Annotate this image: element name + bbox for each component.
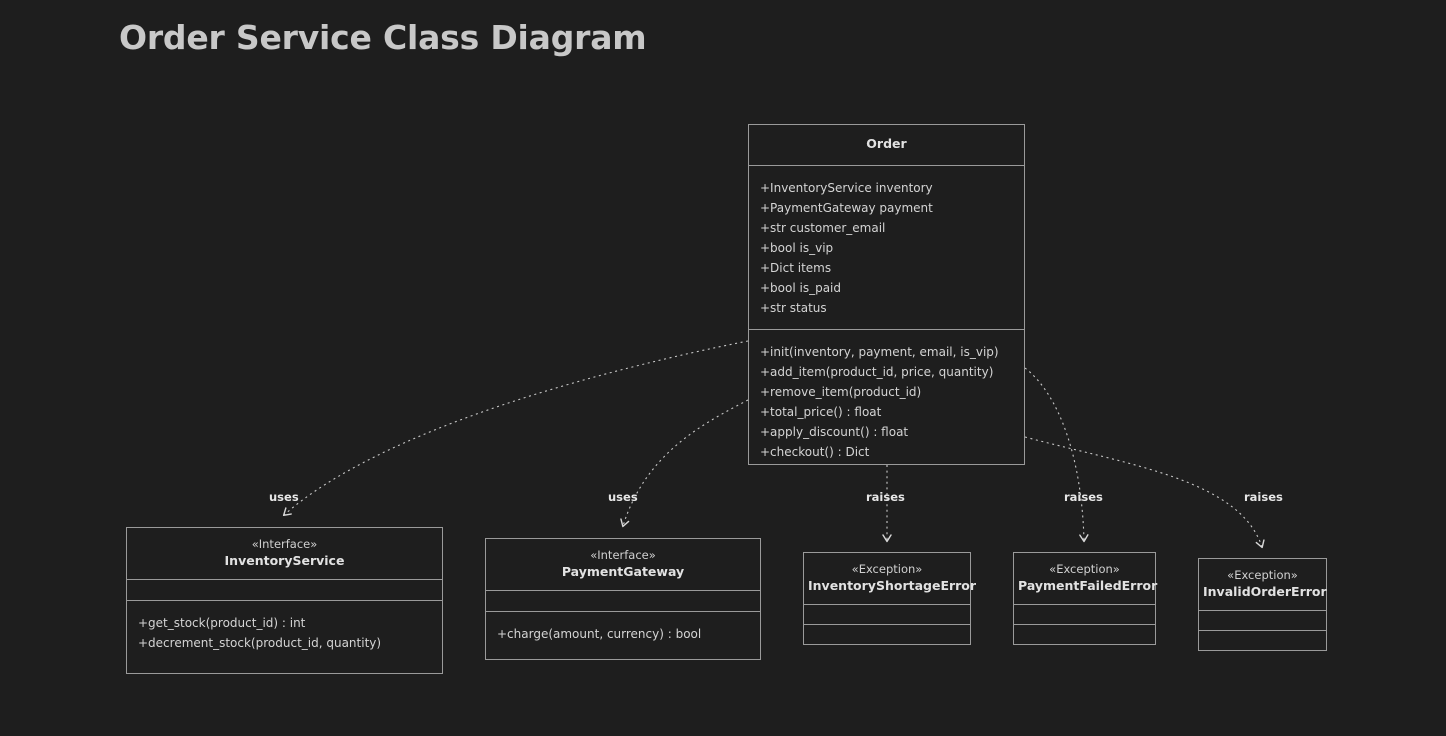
class-header-inventoryservice: «Interface» InventoryService bbox=[127, 528, 442, 581]
edge-raises-invalid bbox=[1024, 436, 1265, 549]
class-header-paymentgateway: «Interface» PaymentGateway bbox=[486, 539, 760, 592]
page-title: Order Service Class Diagram bbox=[119, 18, 647, 57]
attribute-item: +bool is_paid bbox=[760, 280, 842, 295]
operations-compartment-inventoryservice: +get_stock(product_id) : int +decrement_… bbox=[127, 601, 442, 665]
stereotype-label: «Exception» bbox=[1227, 568, 1298, 582]
attributes-compartment-inventoryservice bbox=[127, 580, 442, 602]
operation-item: +decrement_stock(product_id, quantity) bbox=[138, 636, 382, 651]
class-name-inventoryshortageerror: InventoryShortageError bbox=[808, 577, 977, 593]
operation-item: +remove_item(product_id) bbox=[760, 384, 922, 399]
edge-label-raises-payment: raises bbox=[1064, 490, 1103, 504]
operation-item: +apply_discount() : float bbox=[760, 424, 909, 439]
operations-compartment-order: +init(inventory, payment, email, is_vip)… bbox=[749, 330, 1024, 473]
edge-label-raises-invalid: raises bbox=[1244, 490, 1283, 504]
class-header-order: Order bbox=[749, 125, 1024, 166]
operation-item: +total_price() : float bbox=[760, 404, 882, 419]
attribute-item: +str customer_email bbox=[760, 220, 886, 235]
class-box-inventoryshortageerror[interactable]: «Exception» InventoryShortageError bbox=[803, 552, 977, 645]
class-header-paymentfailederror: «Exception» PaymentFailedError bbox=[1014, 553, 1158, 606]
edge-label-raises-shortage: raises bbox=[866, 490, 905, 504]
operation-item: +get_stock(product_id) : int bbox=[138, 616, 306, 631]
edge-raises-payment bbox=[1024, 367, 1089, 543]
attributes-compartment-inventoryshortageerror bbox=[804, 605, 970, 626]
stereotype-label: «Interface» bbox=[590, 548, 656, 562]
attribute-item: +PaymentGateway payment bbox=[760, 200, 933, 215]
class-box-paymentgateway[interactable]: «Interface» PaymentGateway +charge(amoun… bbox=[485, 538, 761, 660]
operations-compartment-paymentfailederror bbox=[1014, 625, 1155, 645]
attributes-compartment-order: +InventoryService inventory +PaymentGate… bbox=[749, 166, 1024, 330]
class-box-paymentfailederror[interactable]: «Exception» PaymentFailedError bbox=[1013, 552, 1158, 645]
attribute-item: +str status bbox=[760, 300, 827, 315]
class-name-paymentfailederror: PaymentFailedError bbox=[1018, 577, 1158, 593]
attributes-compartment-paymentgateway bbox=[486, 591, 760, 613]
edge-uses-payment bbox=[620, 399, 749, 528]
operation-item: +charge(amount, currency) : bool bbox=[497, 627, 702, 642]
operations-compartment-paymentgateway: +charge(amount, currency) : bool bbox=[486, 612, 760, 656]
class-name-invalidordererror: InvalidOrderError bbox=[1203, 583, 1327, 599]
class-header-invalidordererror: «Exception» InvalidOrderError bbox=[1199, 559, 1327, 612]
edge-label-uses-payment: uses bbox=[608, 490, 638, 504]
class-name-paymentgateway: PaymentGateway bbox=[561, 563, 685, 579]
class-box-invalidordererror[interactable]: «Exception» InvalidOrderError bbox=[1198, 558, 1327, 651]
operation-item: +add_item(product_id, price, quantity) bbox=[760, 364, 994, 379]
class-name-order: Order bbox=[866, 136, 907, 151]
attribute-item: +InventoryService inventory bbox=[760, 180, 933, 195]
stereotype-label: «Exception» bbox=[1049, 562, 1120, 576]
class-header-inventoryshortageerror: «Exception» InventoryShortageError bbox=[804, 553, 977, 606]
attributes-compartment-invalidordererror bbox=[1199, 611, 1326, 632]
stereotype-label: «Interface» bbox=[251, 537, 318, 551]
stereotype-label: «Exception» bbox=[851, 562, 923, 576]
attribute-item: +bool is_vip bbox=[760, 240, 834, 255]
operation-item: +init(inventory, payment, email, is_vip) bbox=[760, 344, 999, 359]
attribute-item: +Dict items bbox=[760, 260, 832, 275]
operations-compartment-inventoryshortageerror bbox=[804, 625, 970, 645]
edge-uses-inventory bbox=[282, 340, 749, 517]
edge-label-uses-inventory: uses bbox=[269, 490, 299, 504]
operations-compartment-invalidordererror bbox=[1199, 631, 1326, 651]
operation-item: +checkout() : Dict bbox=[760, 444, 870, 459]
attributes-compartment-paymentfailederror bbox=[1014, 605, 1155, 626]
class-name-inventoryservice: InventoryService bbox=[224, 552, 345, 568]
class-box-order[interactable]: Order +InventoryService inventory +Payme… bbox=[748, 124, 1025, 465]
class-box-inventoryservice[interactable]: «Interface» InventoryService +get_stock(… bbox=[126, 527, 443, 674]
